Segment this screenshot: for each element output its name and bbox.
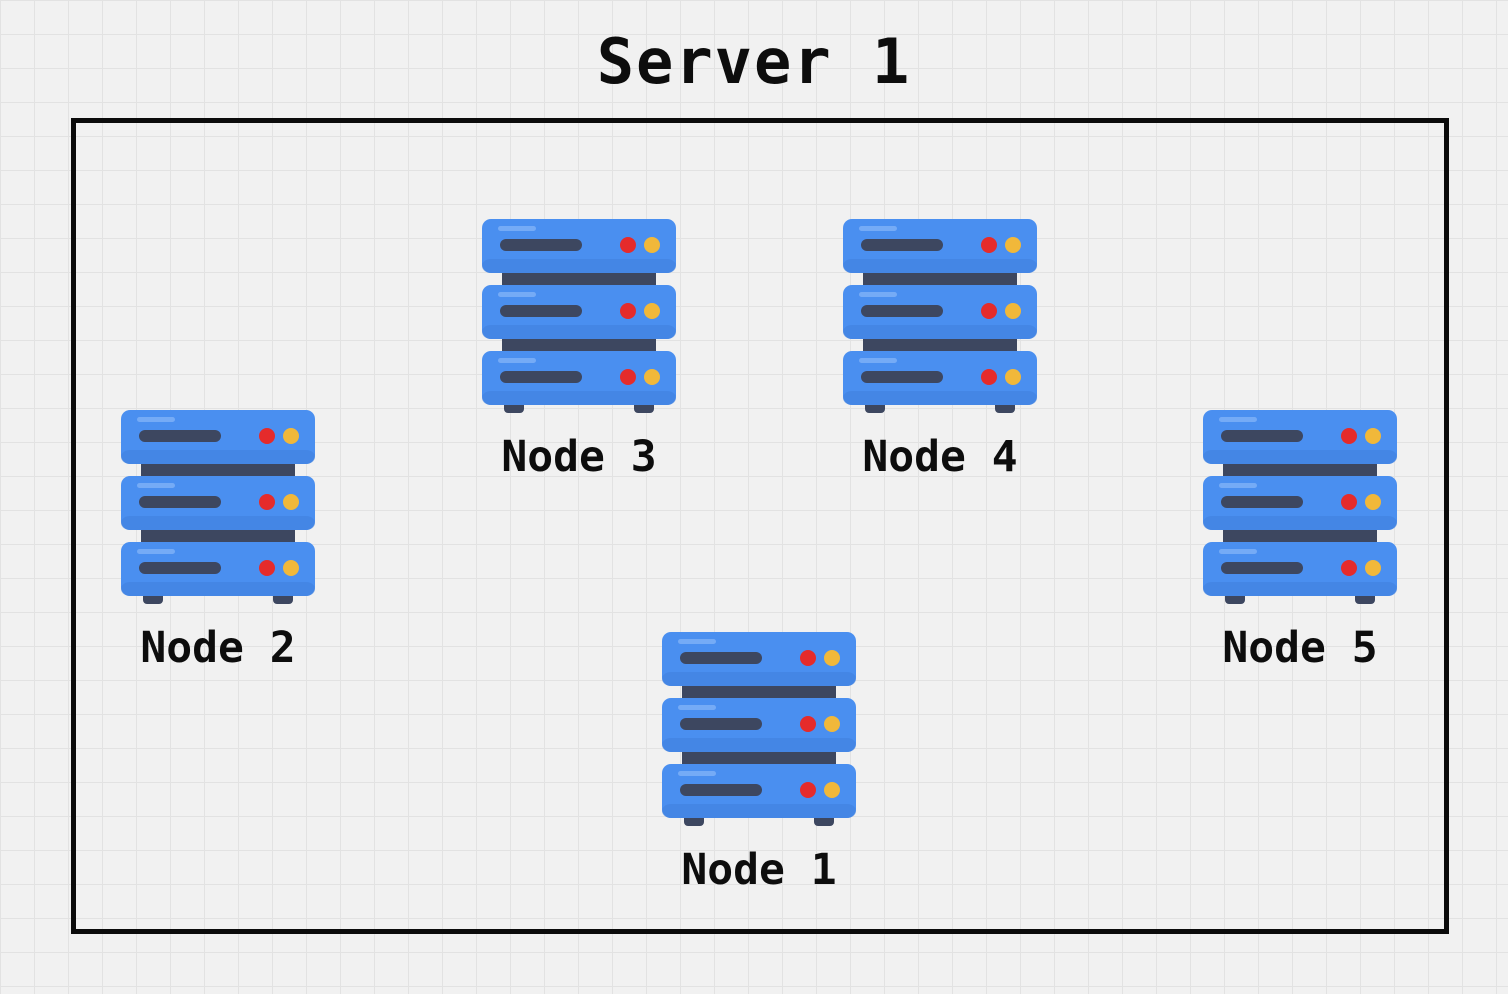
server-rack-icon bbox=[662, 632, 856, 826]
node-4: Node 4 bbox=[840, 219, 1040, 489]
node-label: Node 2 bbox=[140, 623, 296, 673]
server-rack-icon bbox=[121, 410, 315, 604]
node-label: Node 5 bbox=[1222, 623, 1378, 673]
server-rack-icon bbox=[1203, 410, 1397, 604]
node-2: Node 2 bbox=[118, 410, 318, 680]
node-label: Node 1 bbox=[681, 845, 837, 895]
node-1: Node 1 bbox=[659, 632, 859, 902]
server-title: Server 1 bbox=[596, 25, 912, 98]
node-label: Node 4 bbox=[862, 432, 1018, 482]
server-rack-icon bbox=[843, 219, 1037, 413]
server-rack-icon bbox=[482, 219, 676, 413]
server-boundary bbox=[71, 118, 1449, 934]
node-label: Node 3 bbox=[501, 432, 657, 482]
node-5: Node 5 bbox=[1200, 410, 1400, 680]
node-3: Node 3 bbox=[479, 219, 679, 489]
